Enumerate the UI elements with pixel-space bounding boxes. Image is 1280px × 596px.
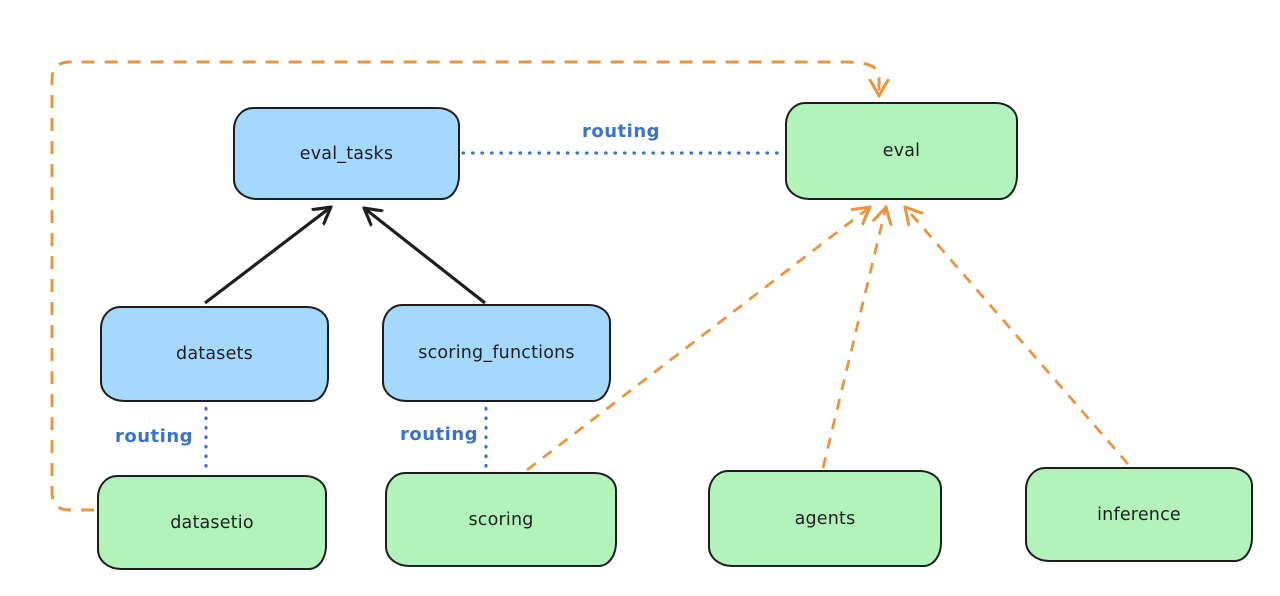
node-scoring-functions-label: scoring_functions (418, 343, 575, 363)
node-agents: agents (708, 470, 942, 567)
node-datasets: datasets (100, 306, 329, 402)
arrow-scoring-to-eval (526, 207, 870, 472)
routing-label-eval-tasks-eval: routing (582, 121, 661, 142)
node-eval-label: eval (882, 141, 921, 161)
arrow-datasets-to-eval-tasks (204, 207, 331, 305)
node-datasets-label: datasets (176, 344, 253, 364)
node-eval: eval (785, 102, 1018, 200)
node-inference-label: inference (1097, 504, 1181, 525)
arrow-scoring-functions-to-eval-tasks (364, 208, 486, 305)
node-eval-tasks: eval_tasks (233, 107, 460, 200)
routing-label-datasets-datasetio: routing (115, 426, 194, 447)
routing-label-scoring-functions-scoring: routing (400, 424, 479, 445)
arrow-agents-to-eval (821, 207, 886, 469)
node-scoring: scoring (385, 472, 617, 567)
node-agents-label: agents (794, 508, 856, 529)
node-scoring-functions: scoring_functions (382, 304, 611, 402)
node-inference: inference (1025, 467, 1253, 562)
arrow-datasetio-to-eval (50, 60, 879, 512)
node-datasetio-label: datasetio (170, 512, 254, 533)
arrow-inference-to-eval (905, 207, 1130, 465)
node-eval-tasks-label: eval_tasks (299, 143, 394, 164)
node-scoring-label: scoring (468, 509, 534, 530)
node-datasetio: datasetio (97, 475, 327, 570)
